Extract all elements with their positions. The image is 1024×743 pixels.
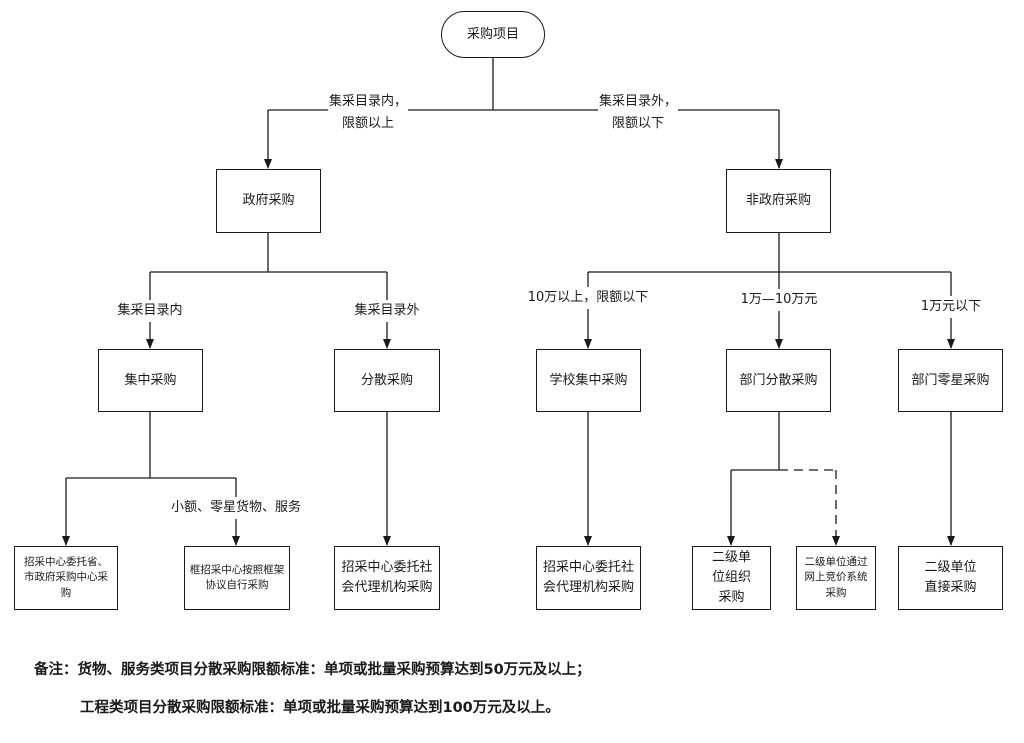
label-out-catalog-below: 集采目录外，限额以下 [598, 91, 678, 135]
node-leaf-direct: 二级单位直接采购 [898, 546, 1003, 610]
note-line-2: 工程类项目分散采购限额标准：单项或批量采购预算达到100万元及以上。 [80, 700, 560, 716]
label-1w-10w: 1万—10万元 [726, 289, 832, 311]
label-out-catalog: 集采目录外 [345, 300, 429, 322]
label-over-10w: 10万以上，限额以下 [518, 287, 658, 309]
node-school-central: 学校集中采购 [536, 349, 641, 412]
node-central: 集中采购 [98, 349, 203, 412]
node-decentral: 分散采购 [334, 349, 440, 412]
label-small-goods: 小额、零星货物、服务 [160, 497, 312, 519]
node-dept-sporadic: 部门零星采购 [898, 349, 1003, 412]
label-in-catalog: 集采目录内 [108, 300, 192, 322]
node-leaf-unit-org: 二级单位组织采购 [692, 546, 771, 610]
node-leaf-agency-1: 招采中心委托社会代理机构采购 [334, 546, 440, 610]
node-leaf-agency-2: 招采中心委托社会代理机构采购 [536, 546, 641, 610]
node-dept-decentral: 部门分散采购 [726, 349, 831, 412]
node-nongov: 非政府采购 [726, 169, 831, 233]
note-line-1: 备注：货物、服务类项目分散采购限额标准：单项或批量采购预算达到50万元及以上； [34, 662, 591, 678]
node-leaf-online: 二级单位通过网上竞价系统采购 [796, 546, 876, 610]
label-in-catalog-above: 集采目录内，限额以上 [328, 91, 408, 135]
node-root: 采购项目 [441, 11, 545, 58]
node-gov: 政府采购 [216, 169, 321, 233]
node-leaf-framework: 框招采中心按照框架协议自行采购 [184, 546, 290, 610]
node-leaf-provincial: 招采中心委托省、市政府采购中心采购 [14, 546, 118, 610]
label-under-1w: 1万元以下 [905, 296, 997, 318]
